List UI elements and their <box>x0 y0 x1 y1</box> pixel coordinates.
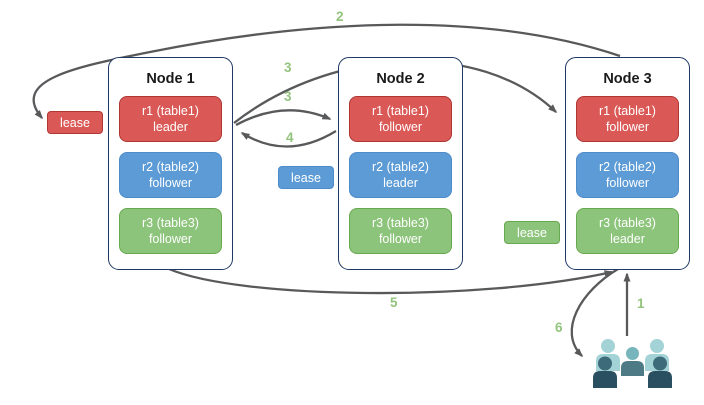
arrow-step-3-node1-to-node2 <box>235 109 332 127</box>
node-3-replica-r1: r1 (table1) follower <box>576 96 679 142</box>
node-2-replica-r3: r3 (table3) follower <box>349 208 452 254</box>
person-silhouette-front-left <box>593 356 617 388</box>
node-3: Node 3 r1 (table1) follower r2 (table2) … <box>565 57 690 270</box>
step-label-4: 4 <box>286 130 294 145</box>
replica-role: follower <box>378 120 423 134</box>
replica-name: r2 (table2) <box>372 159 429 174</box>
step-label-5: 5 <box>390 295 398 310</box>
replica-role: follower <box>605 176 650 190</box>
replica-role: follower <box>148 176 193 190</box>
node-2-replica-r2: r2 (table2) leader <box>349 152 452 198</box>
node-3-title: Node 3 <box>603 71 652 87</box>
replica-name: r3 (table3) <box>142 215 199 230</box>
node-3-replica-r2: r2 (table2) follower <box>576 152 679 198</box>
lease-label-green: lease <box>504 221 560 244</box>
replica-role: follower <box>605 120 650 134</box>
node-2: Node 2 r1 (table1) follower r2 (table2) … <box>338 57 463 270</box>
users-group-icon <box>593 339 672 388</box>
replica-name: r2 (table2) <box>142 159 199 174</box>
replica-role: leader <box>383 176 418 190</box>
node-1-replica-r1: r1 (table1) leader <box>119 96 222 142</box>
replica-role: follower <box>148 232 193 246</box>
arrow-step-5-node1-to-node3 <box>168 267 614 295</box>
arrow-step-4-node2-to-node1 <box>240 130 337 148</box>
arrow-step-6-node3-to-users <box>570 268 619 358</box>
replica-role: leader <box>153 120 188 134</box>
person-silhouette-middle <box>621 347 644 376</box>
node-1-replica-r3: r3 (table3) follower <box>119 208 222 254</box>
replica-name: r1 (table1) <box>142 103 199 118</box>
step-label-2: 2 <box>336 9 344 24</box>
replica-role: follower <box>378 232 423 246</box>
lease-label-red: lease <box>47 111 103 134</box>
lease-label-blue: lease <box>278 166 334 189</box>
person-silhouette-front-right <box>648 356 672 388</box>
step-label-3a: 3 <box>284 60 292 75</box>
node-2-replica-r1: r1 (table1) follower <box>349 96 452 142</box>
replica-name: r3 (table3) <box>372 215 429 230</box>
node-3-replica-r3: r3 (table3) leader <box>576 208 679 254</box>
node-1-title: Node 1 <box>146 71 195 87</box>
replica-name: r3 (table3) <box>599 215 656 230</box>
node-2-title: Node 2 <box>376 71 425 87</box>
step-label-3b: 3 <box>284 89 292 104</box>
replica-role: leader <box>610 232 645 246</box>
step-label-6: 6 <box>555 320 563 335</box>
replica-name: r1 (table1) <box>599 103 656 118</box>
node-1-replica-r2: r2 (table2) follower <box>119 152 222 198</box>
step-label-1: 1 <box>637 296 645 311</box>
arrow-step-2-node3-to-lease <box>32 23 621 120</box>
replica-name: r1 (table1) <box>372 103 429 118</box>
replica-name: r2 (table2) <box>599 159 656 174</box>
node-1: Node 1 r1 (table1) leader r2 (table2) fo… <box>108 57 233 270</box>
